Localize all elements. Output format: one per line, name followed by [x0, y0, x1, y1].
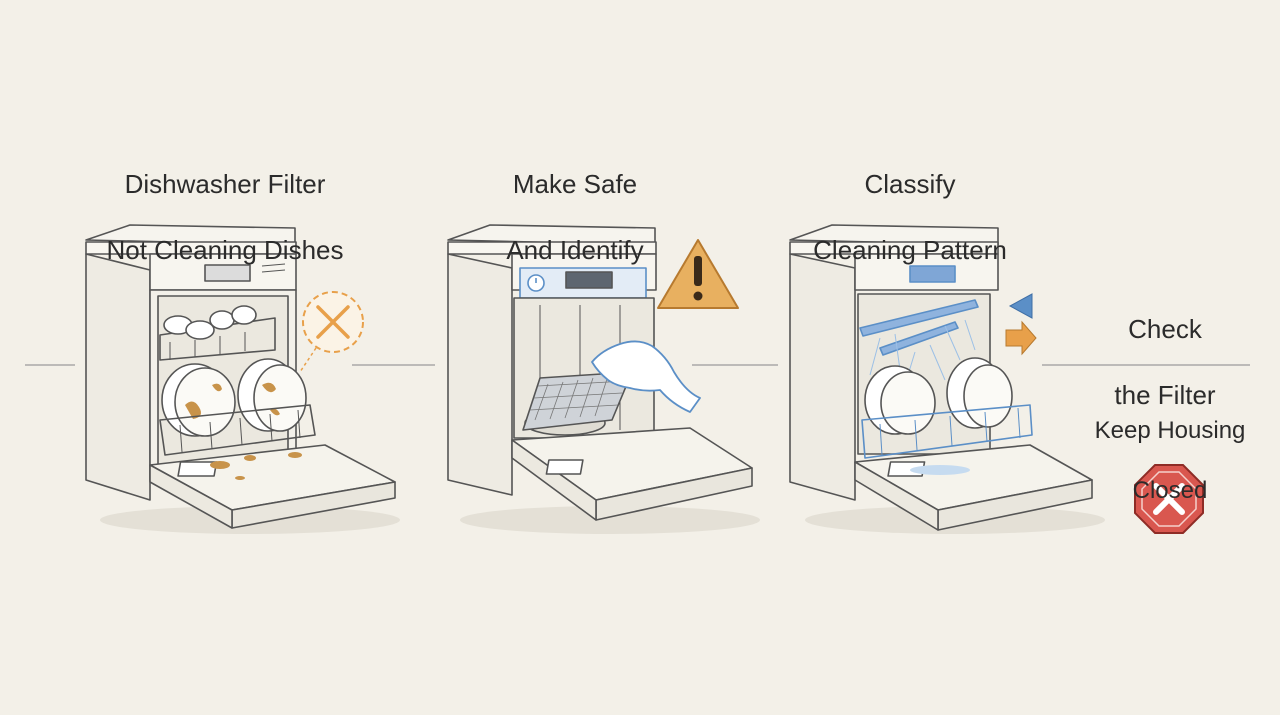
hand-illustration [591, 340, 701, 413]
upper-rack [159, 305, 276, 361]
panel-title-3: Classify Cleaning Pattern [770, 135, 1050, 300]
x-circle-icon [299, 291, 364, 373]
panel-title-3-line-1: Classify [864, 169, 956, 199]
panel-title-1: Dishwasher Filter Not Cleaning Dishes [70, 135, 380, 300]
spray-arm [859, 299, 979, 386]
dishwasher-dirty [85, 224, 400, 534]
side-label-top-line-2: the Filter [1114, 380, 1216, 410]
side-label-top: Check the Filter [1060, 280, 1270, 445]
panel-title-1-line-2: Not Cleaning Dishes [106, 235, 344, 265]
panel-title-2-line-1: Make Safe [512, 169, 638, 199]
dishwasher-spray [789, 224, 1105, 534]
dishwasher-safe [447, 224, 760, 534]
stop-octagon-icon [1134, 464, 1204, 534]
direction-arrows-icon [1005, 293, 1037, 356]
panel-title-1-line-1: Dishwasher Filter [124, 169, 326, 199]
side-label-bottom-line-2: Closed [1132, 477, 1208, 504]
panel-title-2: Make Safe And Identify [440, 135, 710, 300]
panel-title-3-line-2: Cleaning Pattern [813, 235, 1007, 265]
side-label-bottom-line-1: Keep Housing [1094, 417, 1246, 444]
dirty-plates [161, 358, 307, 437]
warning-triangle-icon [657, 239, 739, 309]
side-label-bottom: Keep Housing Closed [1060, 386, 1280, 536]
side-label-top-line-1: Check [1128, 314, 1202, 344]
panel-title-2-line-2: And Identify [506, 235, 644, 265]
